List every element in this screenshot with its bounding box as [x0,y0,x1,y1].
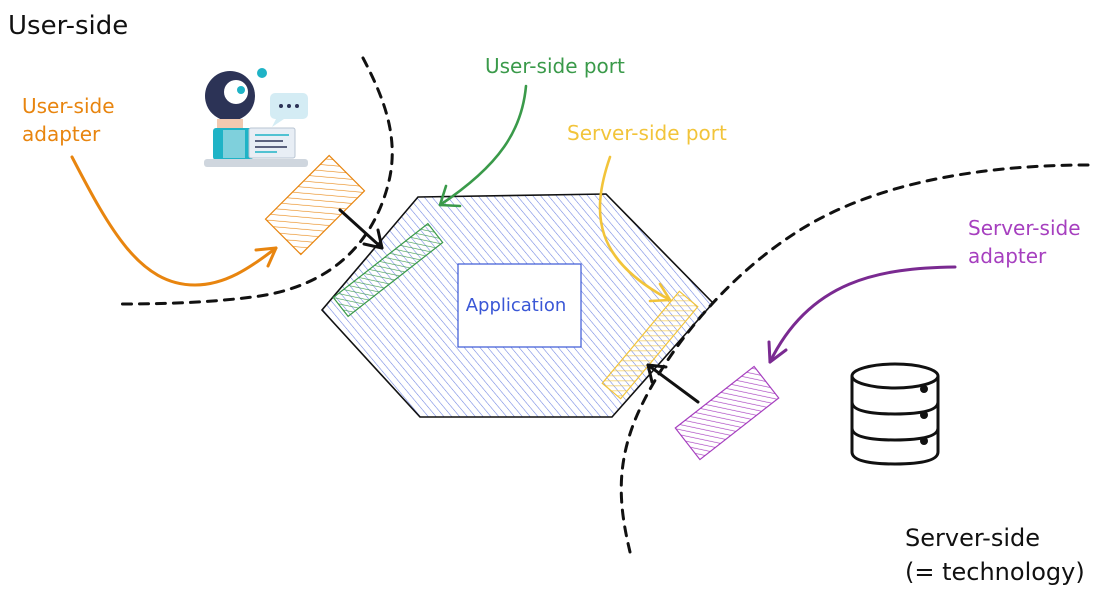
server-side-adapter-pointer-arrow [767,265,957,364]
user-side-adapter-pointer-arrow [70,155,278,287]
server-side-boundary [619,163,1090,554]
user-side-port-label: User-side port [485,54,625,78]
database-icon [850,362,940,466]
server-side-port-label: Server-side port [567,121,727,145]
server-side-port-pointer-arrow [598,155,672,303]
server-side-region-sublabel: (= technology) [905,558,1085,586]
application-label: Application [466,295,567,316]
user-side-boundary [113,56,394,306]
application-box [457,263,582,348]
server-side-adapter-label-line2: adapter [968,244,1047,268]
user-side-port-pointer-arrow [438,84,528,208]
user-side-region-label: User-side [8,11,128,41]
user-side-adapter [264,154,366,256]
person-at-laptop-icon [204,68,308,167]
server-side-adapter [674,365,780,461]
user-side-adapter-label-line1: User-side [22,94,115,118]
user-side-port [332,222,444,318]
server-side-port [601,290,699,400]
adapter-to-port-arrow-user [338,208,384,250]
server-side-adapter-label-line1: Server-side [968,216,1081,240]
server-side-region-label: Server-side [905,524,1040,552]
adapter-to-port-arrow-server [646,363,700,404]
user-side-adapter-label-line2: adapter [22,122,101,146]
